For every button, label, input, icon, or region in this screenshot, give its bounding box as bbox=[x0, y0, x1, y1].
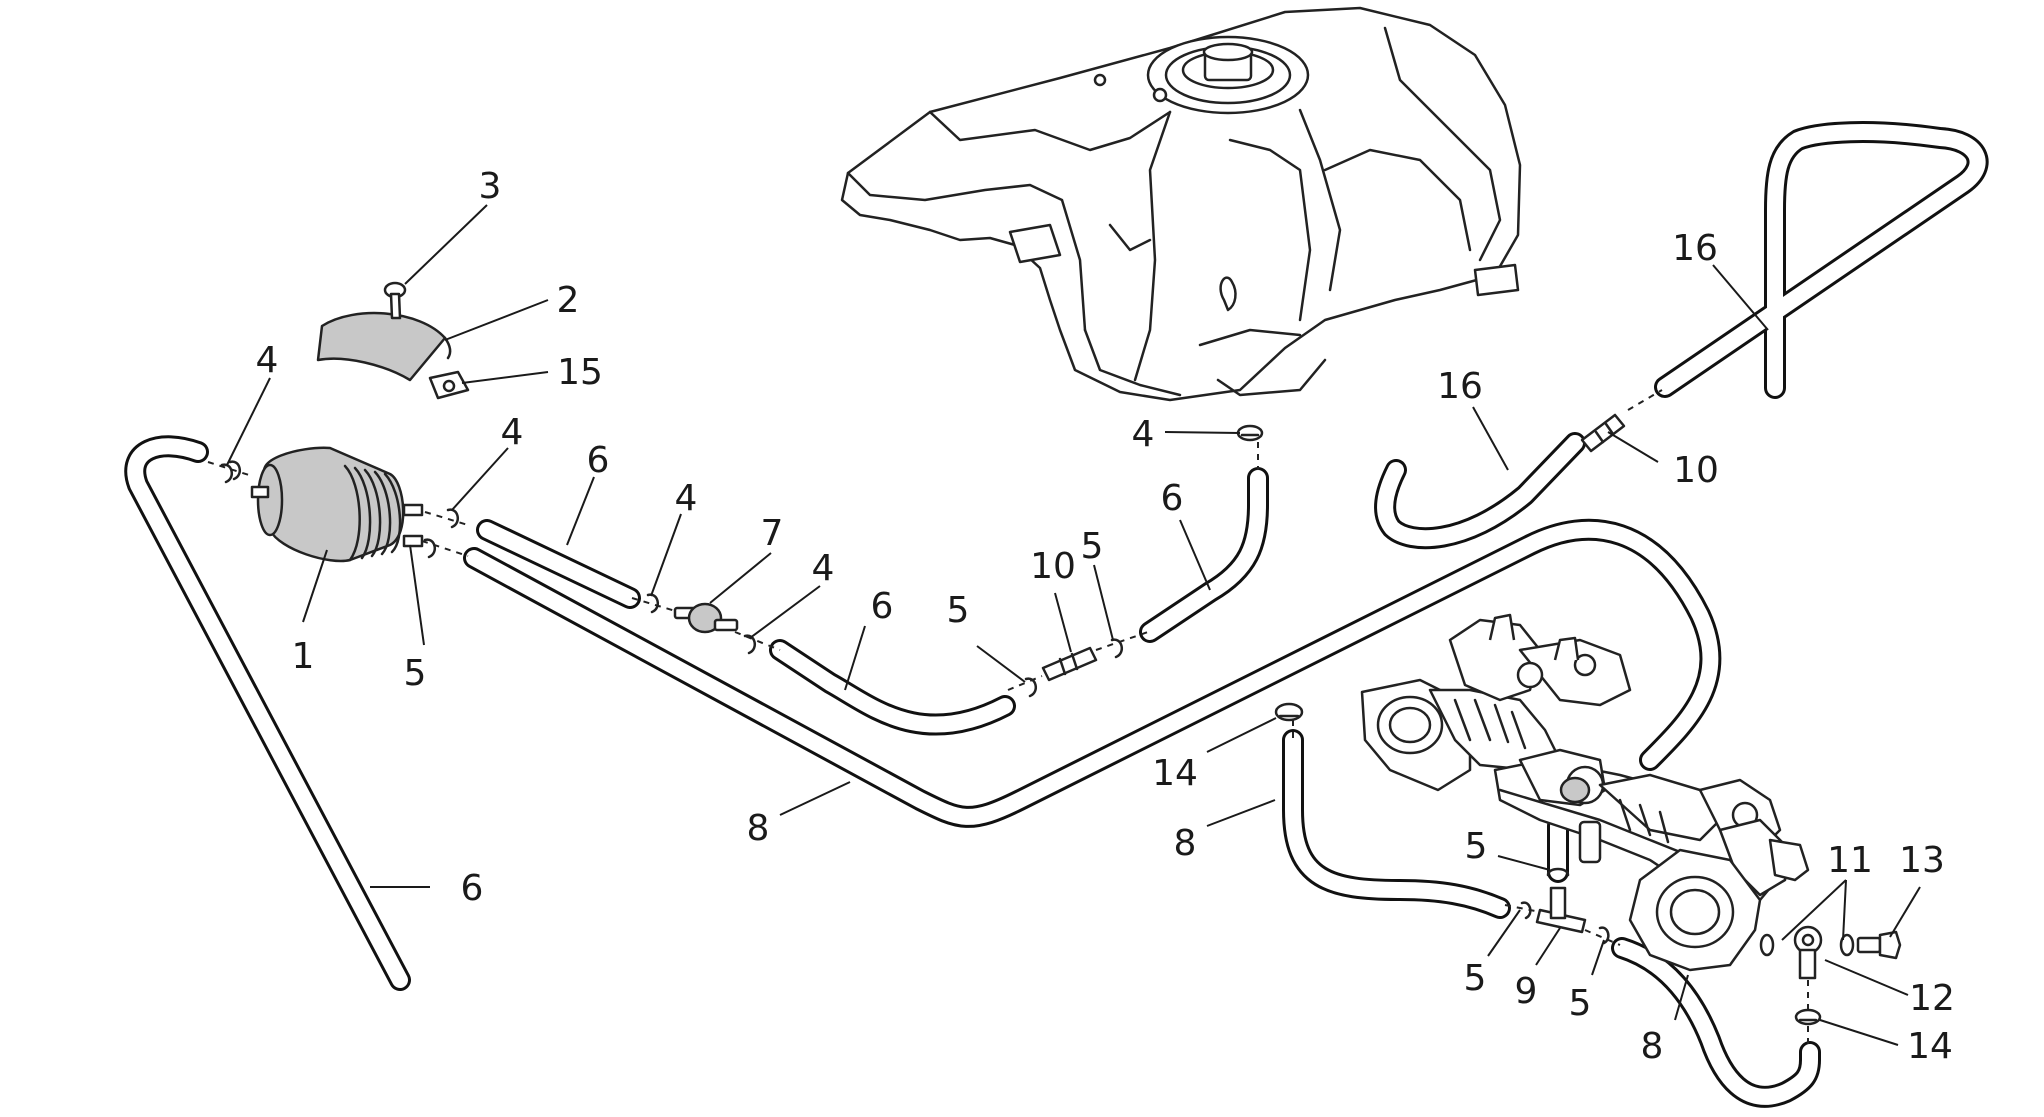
callout-12: 12 bbox=[1909, 978, 1955, 1019]
callout-10: 10 bbox=[1030, 546, 1076, 587]
callout-5: 5 bbox=[1569, 983, 1592, 1024]
callout-15: 15 bbox=[557, 352, 603, 393]
clamp-5-tee-top bbox=[1546, 867, 1570, 877]
canister-assembly bbox=[250, 281, 470, 563]
callout-5: 5 bbox=[1465, 826, 1488, 867]
callout-4: 4 bbox=[501, 412, 524, 453]
clamp-5-tee-left bbox=[1504, 901, 1546, 920]
callout-9: 9 bbox=[1515, 971, 1538, 1012]
hose-16-upper bbox=[1654, 121, 1989, 399]
clamp-4-tank bbox=[1236, 424, 1264, 470]
bracket-screw bbox=[383, 281, 407, 320]
clamp-4-before-valve bbox=[631, 593, 683, 614]
fuel-tank bbox=[840, 6, 1522, 402]
callout-4: 4 bbox=[1132, 414, 1155, 455]
clamp-5-before-connector bbox=[1007, 675, 1043, 698]
hose-6-canister-to-valve bbox=[476, 519, 641, 609]
callout-16: 16 bbox=[1672, 228, 1718, 269]
callout-6: 6 bbox=[587, 440, 610, 481]
hose-16-lower bbox=[1374, 432, 1586, 550]
hose-8-lower-right bbox=[1611, 937, 1821, 1108]
clamp-14-lower bbox=[1794, 980, 1822, 1048]
hose-6-connector-to-tank bbox=[1139, 467, 1269, 643]
callout-8: 8 bbox=[1174, 823, 1197, 864]
clamp-4-canister-right bbox=[424, 508, 469, 529]
hose-8-long-main bbox=[463, 518, 1722, 828]
hose-6-left-long bbox=[124, 435, 411, 991]
callout-4: 4 bbox=[675, 478, 698, 519]
callout-5: 5 bbox=[947, 590, 970, 631]
callout-3: 3 bbox=[479, 166, 502, 207]
leader-lines bbox=[226, 204, 1921, 1046]
bracket-nut-clip bbox=[428, 370, 470, 400]
callout-5: 5 bbox=[1081, 526, 1104, 567]
banjo-washer-left bbox=[1759, 933, 1775, 957]
clamp-5-tee-right bbox=[1584, 926, 1621, 946]
callout-16: 16 bbox=[1437, 366, 1483, 407]
hose-8-lower-left bbox=[1282, 729, 1511, 919]
carbon-canister bbox=[250, 446, 424, 563]
banjo-bolt-13 bbox=[1856, 930, 1902, 960]
check-valve-7 bbox=[673, 602, 739, 634]
callout-2: 2 bbox=[557, 280, 580, 321]
clamp-14-upper bbox=[1274, 702, 1304, 738]
callout-14: 14 bbox=[1907, 1026, 1953, 1067]
callout-4: 4 bbox=[812, 548, 835, 589]
hose-6-valve-to-connector bbox=[769, 639, 1016, 736]
callout-7: 7 bbox=[761, 513, 784, 554]
clamp-4-canister-left bbox=[207, 460, 253, 484]
clamp-5-after-connector bbox=[1095, 631, 1149, 659]
callout-6: 6 bbox=[871, 586, 894, 627]
connector-10-left bbox=[1041, 646, 1098, 682]
callout-10: 10 bbox=[1673, 450, 1719, 491]
throttle-body-assembly bbox=[1360, 613, 1810, 972]
callout-1: 1 bbox=[292, 636, 315, 677]
canister-bracket bbox=[316, 311, 452, 382]
callout-14: 14 bbox=[1152, 753, 1198, 794]
callout-8: 8 bbox=[747, 808, 770, 849]
callout-labels: 3 2 15 4 4 6 1 5 4 7 4 6 5 10 5 6 4 8 6 … bbox=[256, 166, 1955, 1067]
tee-fitting-9 bbox=[1535, 886, 1587, 934]
callout-11: 11 bbox=[1827, 840, 1873, 881]
callout-8: 8 bbox=[1641, 1026, 1664, 1067]
callout-4: 4 bbox=[256, 340, 279, 381]
clamp-5-canister bbox=[421, 538, 469, 559]
callout-13: 13 bbox=[1899, 840, 1945, 881]
callout-6: 6 bbox=[1161, 478, 1184, 519]
callout-5: 5 bbox=[1464, 958, 1487, 999]
connector-10-right bbox=[1580, 389, 1663, 453]
clamp-4-after-valve bbox=[734, 631, 781, 655]
callout-5: 5 bbox=[404, 653, 427, 694]
callout-6: 6 bbox=[461, 868, 484, 909]
banjo-fitting-12 bbox=[1793, 925, 1823, 980]
